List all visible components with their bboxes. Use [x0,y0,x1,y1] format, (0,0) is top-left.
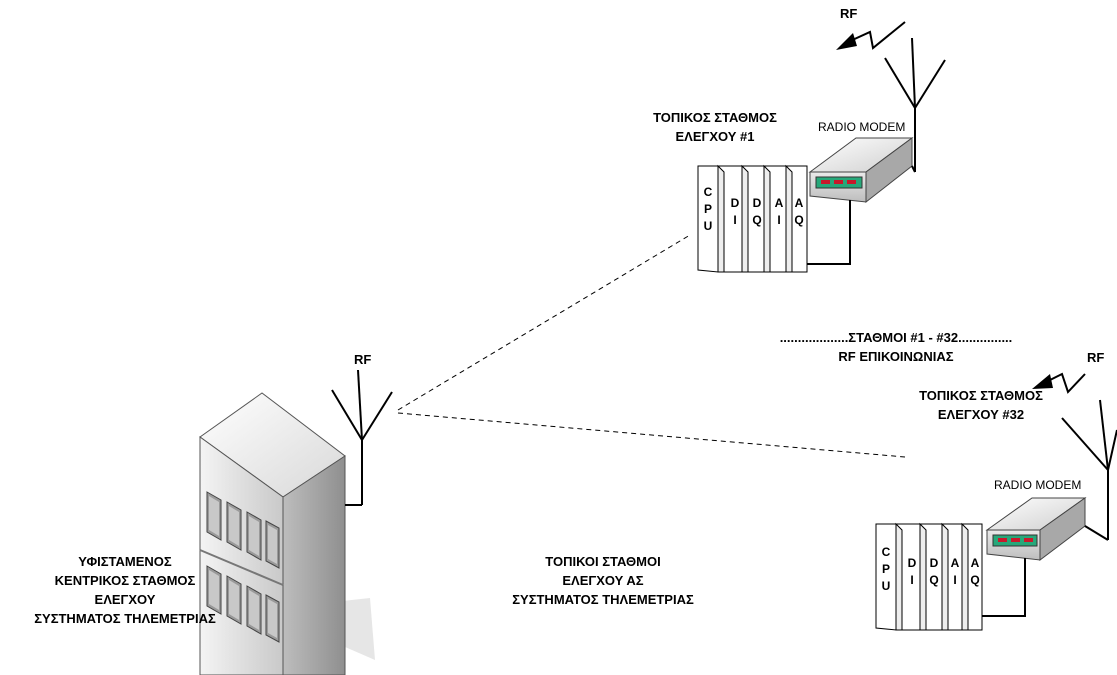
central-rf-label: RF [354,352,372,367]
station32-module-cpu: C [882,545,891,559]
central-title-line2: ΚΕΝΤΡΙΚΟΣ ΣΤΑΘΜΟΣ [54,573,196,588]
station1-plc-rack [697,164,808,273]
stations-range-label: ...................ΣΤΑΘΜΟΙ #1 - #32.....… [760,328,1032,366]
central-antenna-icon [331,369,393,506]
station32-module-dq: D [930,556,939,570]
svg-text:U: U [882,579,891,593]
central-title-line1: ΥΦΙΣΤΑΜΕΝΟΣ [78,554,172,569]
svg-text:Q: Q [752,213,761,227]
station1-module-ai: A [775,196,784,210]
local-stations-note: ΤΟΠΙΚΟΙ ΣΤΑΘΜΟΙ ΕΛΕΓΧΟΥ ΑΣ ΣΥΣΤΗΜΑΤΟΣ ΤΗ… [488,552,718,609]
station32-module-ai: A [951,556,960,570]
station1-title: ΤΟΠΙΚΟΣ ΣΤΑΘΜΟΣ ΕΛΕΓΧΟΥ #1 [640,108,790,146]
station32-antenna-icon [1061,399,1117,540]
svg-text:I: I [953,573,956,587]
station32-rf-label: RF [1087,350,1105,365]
svg-text:Q: Q [970,573,979,587]
station32-title-line2: ΕΛΕΓΧΟΥ #32 [937,407,1025,422]
local-stations-line3: ΣΥΣΤΗΜΑΤΟΣ ΤΗΛΕΜΕΤΡΙΑΣ [512,592,694,607]
central-title-line4: ΣΥΣΤΗΜΑΤΟΣ ΤΗΛΕΜΕΤΡΙΑΣ [34,611,216,626]
svg-text:U: U [704,219,713,233]
station32-module-di: D [908,556,917,570]
station1-modem-label: RADIO MODEM [818,120,906,134]
station32-modem-label: RADIO MODEM [994,478,1082,492]
stations-range-line2: RF ΕΠΙΚΟΙΝΩΝΙΑΣ [838,349,954,364]
station1-title-line2: ΕΛΕΓΧΟΥ #1 [675,129,755,144]
station1-radio-modem-icon [808,137,914,204]
local-stations-line1: ΤΟΠΙΚΟΙ ΣΤΑΘΜΟΙ [545,554,661,569]
station32-radio-modem-icon [985,497,1087,562]
svg-text:I: I [777,213,780,227]
svg-text:I: I [910,573,913,587]
station1-title-line1: ΤΟΠΙΚΟΣ ΣΤΑΘΜΟΣ [653,110,777,125]
central-station-title: ΥΦΙΣΤΑΜΕΝΟΣ ΚΕΝΤΡΙΚΟΣ ΣΤΑΘΜΟΣ ΕΛΕΓΧΟΥ ΣΥ… [18,552,232,628]
station1-cable [805,165,916,265]
local-stations-line2: ΕΛΕΓΧΟΥ ΑΣ [562,573,644,588]
central-title-line3: ΕΛΕΓΧΟΥ [94,592,156,607]
station1-module-dq: D [753,196,762,210]
rf-link-to-station1 [397,234,691,411]
svg-text:Q: Q [929,573,938,587]
station32-rf-signal-icon [1032,372,1086,394]
station1-antenna-icon [884,37,946,172]
station32-plc-rack [875,522,983,631]
station32-module-aq: A [971,556,980,570]
station1-module-di: D [731,196,740,210]
station1-rf-signal-icon [836,21,906,50]
svg-text:P: P [882,562,890,576]
rf-link-to-station32 [397,412,906,458]
svg-text:P: P [704,202,712,216]
svg-text:Q: Q [794,213,803,227]
central-building [199,392,375,675]
svg-text:I: I [733,213,736,227]
station32-title-line1: ΤΟΠΙΚΟΣ ΣΤΑΘΜΟΣ [919,388,1043,403]
station32-title: ΤΟΠΙΚΟΣ ΣΤΑΘΜΟΣ ΕΛΕΓΧΟΥ #32 [906,386,1056,424]
station1-rf-label: RF [840,6,858,21]
station1-module-aq: A [795,196,804,210]
station1-module-cpu: C [704,185,713,199]
stations-range-line1: ...................ΣΤΑΘΜΟΙ #1 - #32.....… [779,330,1013,345]
station32-cable [980,525,1109,617]
